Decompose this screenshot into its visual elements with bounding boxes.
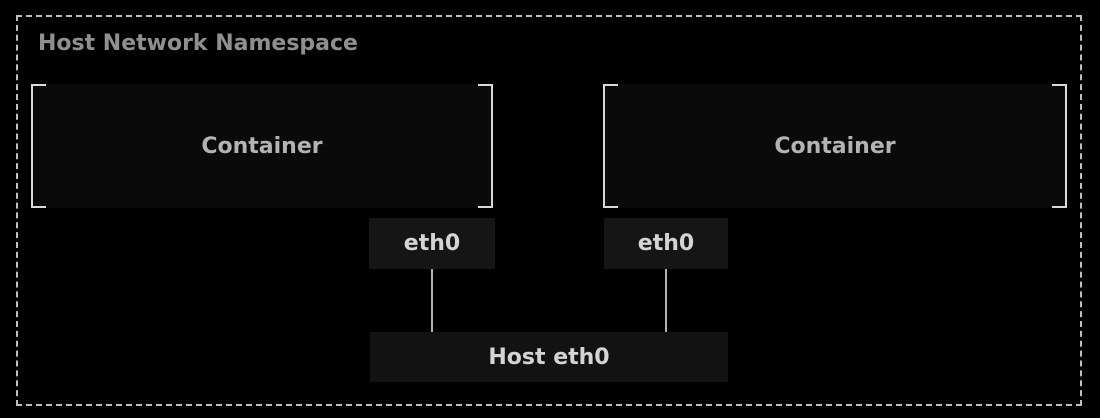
- namespace-title: Host Network Namespace: [38, 31, 358, 56]
- container-node-1: Container: [31, 84, 493, 208]
- container-2-eth0-node: eth0: [604, 218, 728, 269]
- interface-label: eth0: [637, 231, 695, 256]
- bracket-left-icon: [31, 84, 46, 208]
- connector-container-2-to-host: [665, 269, 667, 332]
- connector-container-1-to-host: [431, 269, 433, 332]
- container-1-eth0-node: eth0: [369, 218, 495, 269]
- interface-label: eth0: [403, 231, 461, 256]
- bracket-right-icon: [1052, 84, 1067, 208]
- bracket-left-icon: [603, 84, 618, 208]
- bracket-right-icon: [478, 84, 493, 208]
- container-node-2: Container: [603, 84, 1067, 208]
- host-interface-label: Host eth0: [488, 344, 610, 370]
- host-network-namespace-boundary: [16, 15, 1082, 406]
- container-node-label: Container: [774, 133, 896, 159]
- host-eth0-node: Host eth0: [370, 332, 728, 382]
- container-node-label: Container: [201, 133, 323, 159]
